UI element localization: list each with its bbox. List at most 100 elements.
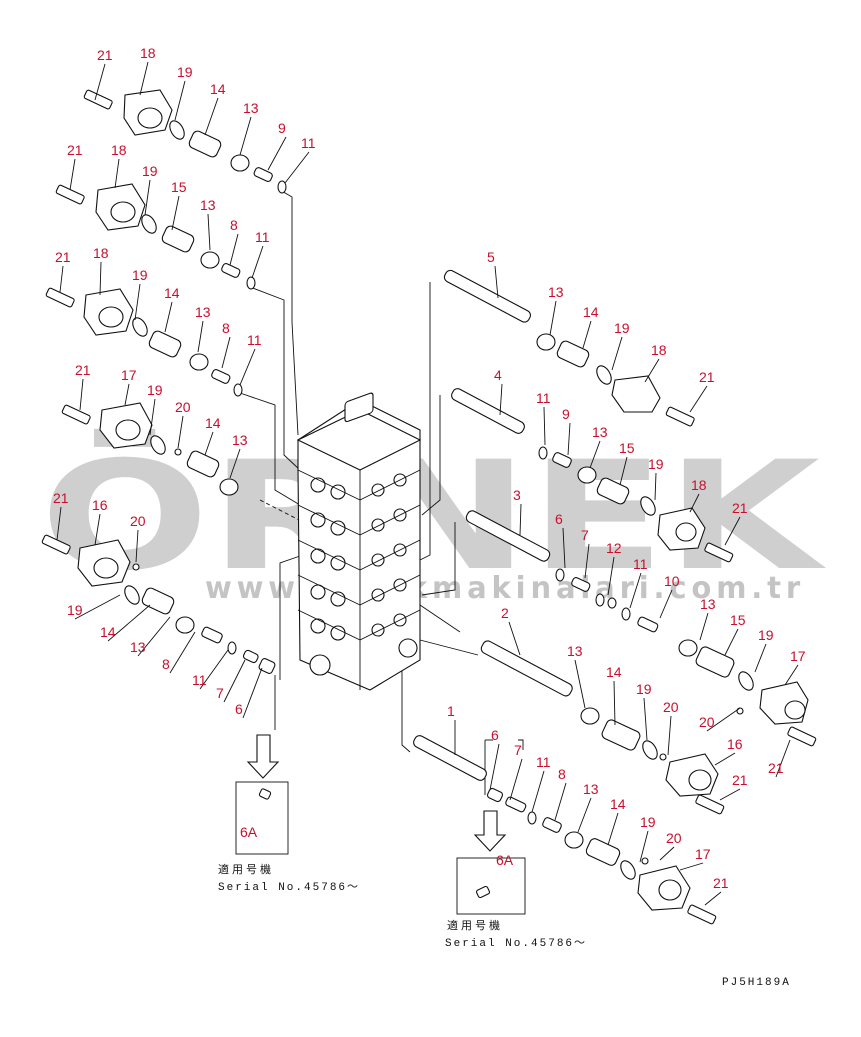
part-callout-18: 18 [111,142,127,158]
part-callout-11: 11 [633,556,648,572]
callout-leader [169,631,196,674]
part-callout-7: 7 [216,685,224,701]
part-callout-20: 20 [666,830,682,846]
spool [443,269,531,323]
part-callout-21: 21 [55,249,71,265]
part-callout-16: 16 [727,736,743,752]
part-callout-16: 16 [92,497,108,513]
callout-leader [174,80,186,121]
serial-number-left: Serial No.45786～ [218,882,360,894]
part-callout-17: 17 [121,367,137,383]
callout-leader [99,261,102,296]
applicable-serial-jp-left: 適用号機 [218,862,274,876]
part-callout-8: 8 [558,766,566,782]
box-label-6a-right: 6A [496,852,514,868]
part-callout-20: 20 [699,714,715,730]
callout-leader [519,503,522,536]
callout-leader [699,612,709,641]
part-callout-21: 21 [699,369,715,385]
part-callout-15: 15 [171,179,187,195]
callout-leader [784,664,799,686]
callout-leader [562,527,566,569]
callout-leader [508,621,521,656]
callout-leader [607,556,615,596]
part-callout-2: 2 [501,605,509,621]
callout-leader [223,659,246,703]
callout-leader [137,616,171,657]
part-callout-18: 18 [140,45,156,61]
part-callout-9: 9 [562,406,570,422]
callout-leader [577,797,592,833]
callout-leader [197,320,204,353]
part-callout-18: 18 [651,342,667,358]
bolt [83,89,113,110]
callout-leader [221,336,231,369]
part-callout-6: 6 [235,701,243,717]
part-callout-8: 8 [162,656,170,672]
callout-leader [582,320,592,349]
callout-leader [549,300,557,336]
callout-leader [607,812,619,846]
part-callout-18: 18 [93,245,109,261]
part-callout-18: 18 [691,477,707,493]
part-callout-21: 21 [75,362,91,378]
part-callout-11: 11 [536,390,551,406]
right-components [413,269,817,925]
callout-leader [754,643,767,673]
callout-leader [689,385,708,413]
callout-leader [267,136,287,171]
callout-leader [704,891,722,906]
callout-leader [719,788,741,801]
part-callout-21: 21 [768,760,784,776]
part-callout-13: 13 [700,596,716,612]
part-callout-20: 20 [130,513,146,529]
box-label-6a-left: 6A [240,824,258,840]
callout-leader [94,513,101,546]
part-callout-10: 10 [664,573,680,589]
part-callout-13: 13 [130,639,146,655]
control-valve-block [296,392,422,691]
part-callout-17: 17 [790,648,806,664]
part-callout-9: 9 [278,120,286,136]
applicable-serial-jp-right: 適用号機 [447,918,503,932]
callout-leader [284,151,310,184]
callout-leader [229,233,239,266]
callout-leader [94,63,106,101]
part-callout-15: 15 [619,440,635,456]
part-callout-11: 11 [255,229,270,245]
callout-leader [149,398,156,436]
part-callout-14: 14 [610,796,626,812]
callout-leader [659,846,675,861]
part-callout-21: 21 [67,142,83,158]
part-callout-19: 19 [67,602,83,618]
callout-leader [239,348,256,386]
part-callout-8: 8 [222,320,230,336]
callout-leader [706,707,741,732]
part-callout-13: 13 [195,304,211,320]
callout-leader [574,659,586,709]
callout-leader [56,506,62,541]
part-callout-21: 21 [53,490,69,506]
callout-leader [509,758,523,801]
callout-leader [654,472,657,501]
callout-leader [107,604,151,642]
callout-leader [204,431,214,456]
callout-leader [239,116,252,156]
callout-leader [543,406,546,446]
callout-leader [114,158,120,189]
callout-leader [644,358,660,383]
callout-leader [494,265,499,299]
callout-leader [689,493,700,513]
part-callout-13: 13 [243,100,259,116]
callout-leader [79,378,84,411]
callout-leader [251,245,264,279]
part-callout-6: 6 [555,511,563,527]
part-callout-5: 5 [487,249,495,265]
part-callout-20: 20 [663,699,679,715]
callout-leader [639,830,649,863]
callout-leader [171,195,180,231]
callout-leader [724,516,741,546]
callout-leader [229,448,241,479]
callout-leader [554,782,567,821]
